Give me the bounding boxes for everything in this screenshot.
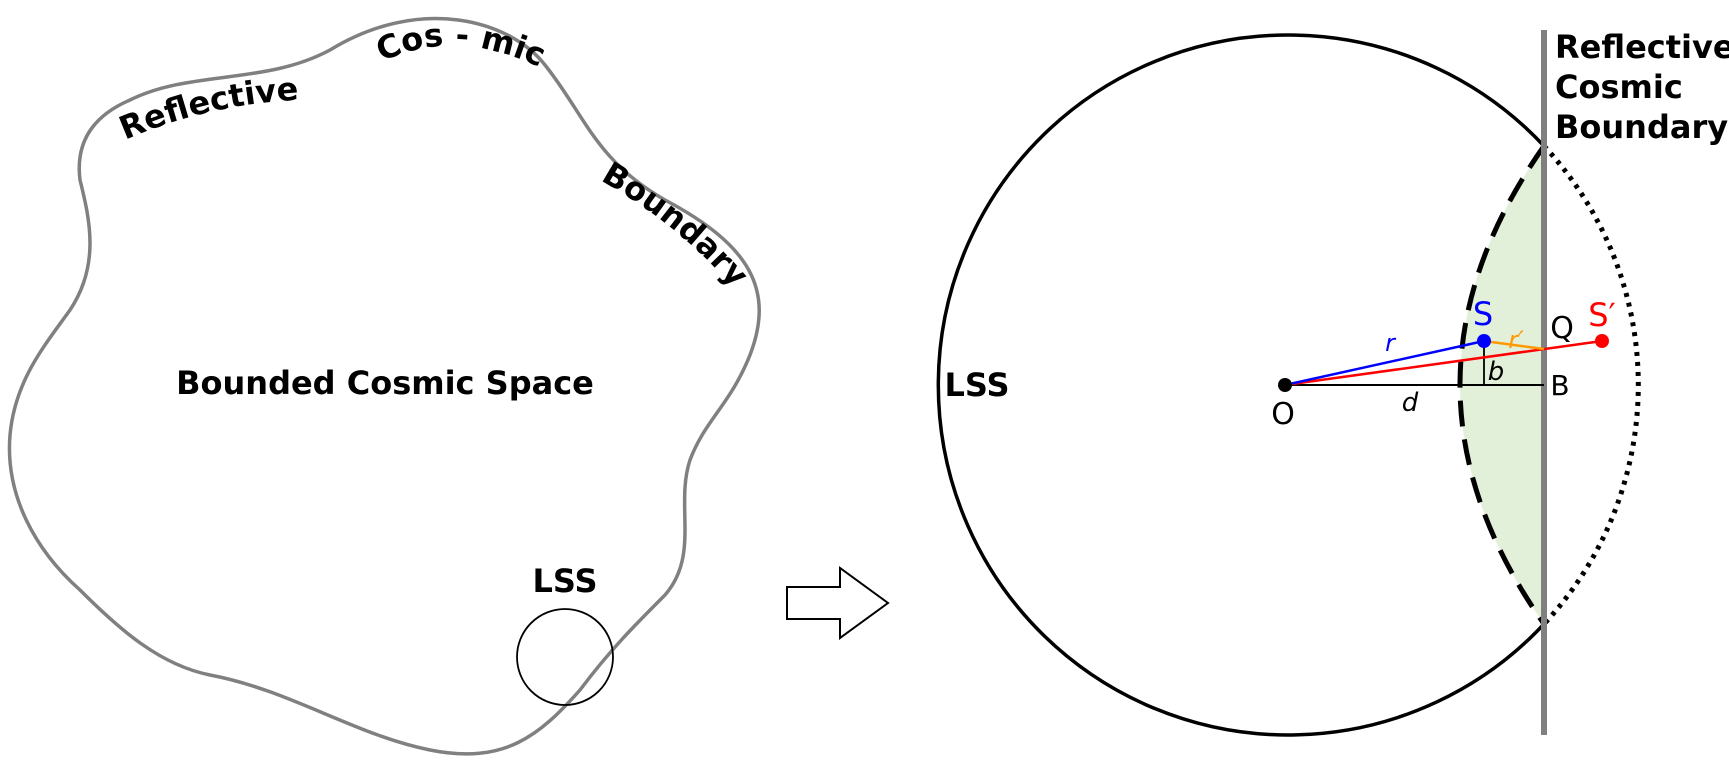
- line-r: [1284, 339, 1485, 387]
- boundary-word-boundary: Boundary: [596, 154, 756, 294]
- label-b-segment: b: [1488, 357, 1505, 387]
- point-o: [1278, 378, 1292, 392]
- lss-large-circle: [936, 33, 1546, 737]
- line-o-to-s-prime: [1284, 339, 1603, 387]
- lss-circle-outside-boundary: [1542, 144, 1641, 626]
- lss-small-label: LSS: [532, 562, 597, 600]
- label-o: O: [1271, 397, 1295, 432]
- lss-small-circle: [516, 608, 614, 706]
- right-panel: O S S′ Q B r r′ b d LSS Reflective Cosmi…: [936, 28, 1729, 737]
- lss-large-label: LSS: [944, 366, 1009, 404]
- boundary-label-line-2: Cosmic: [1555, 68, 1683, 106]
- point-s: [1477, 334, 1491, 348]
- label-d: d: [1402, 388, 1419, 418]
- label-s: S: [1473, 295, 1493, 333]
- transition-arrow: [786, 566, 890, 640]
- boundary-word-cosmic: Cos - mic: [370, 16, 551, 75]
- label-q: Q: [1550, 311, 1574, 346]
- point-s-prime: [1595, 334, 1609, 348]
- line-r-prime: [1483, 339, 1545, 351]
- bounded-space-label: Bounded Cosmic Space: [176, 364, 594, 402]
- label-r-prime: r′: [1508, 326, 1524, 354]
- label-r: r: [1385, 329, 1397, 357]
- label-s-prime: S′: [1588, 296, 1616, 334]
- boundary-label-line-3: Boundary: [1555, 108, 1728, 146]
- boundary-label-line-1: Reflective: [1555, 28, 1729, 66]
- left-panel: Reflective Cos - mic Boundary Bounded Co…: [7, 16, 761, 756]
- bounded-space-boundary: [7, 16, 761, 756]
- label-b-point: B: [1550, 369, 1569, 402]
